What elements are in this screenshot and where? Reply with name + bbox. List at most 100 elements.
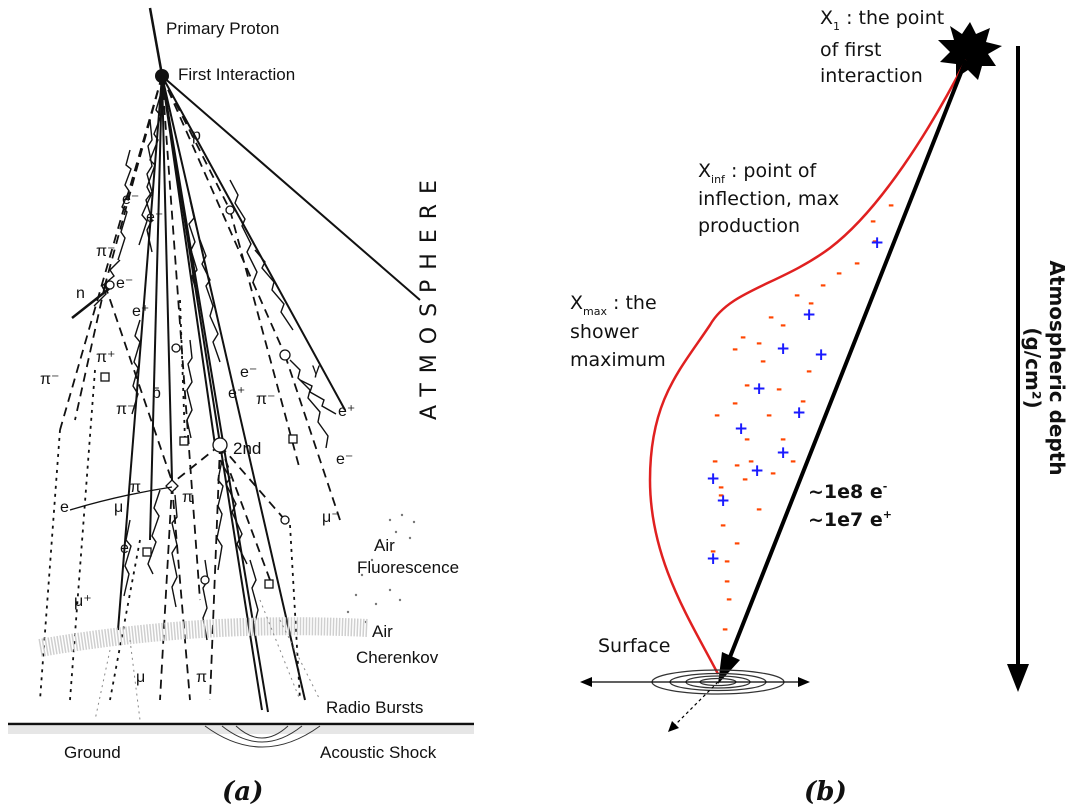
- radio-bursts-label: Radio Bursts: [326, 698, 423, 717]
- panel-a: Primary Proton First Interaction p 2nd A…: [8, 7, 474, 807]
- minus-charge-marker: -: [766, 406, 772, 424]
- air-cherenkov-label-1: Air: [372, 622, 393, 641]
- acoustic-shock-arcs: [204, 725, 321, 748]
- electron-count-label: ~1e8 e-: [808, 480, 887, 503]
- panel-b: ---------------------------------------+…: [570, 7, 1069, 807]
- e-minus-label-5: e⁻: [336, 451, 353, 468]
- pi-plus-label: π⁺: [96, 349, 115, 366]
- particle-labels: e⁻ e⁻ π⁻ e⁻ n e⁺ π⁺ π⁻ π⁻ p̄ e⁻ e⁺ π⁻ γ …: [40, 191, 355, 686]
- minus-charge-marker: -: [780, 430, 786, 448]
- minus-charge-marker: -: [870, 212, 876, 230]
- minus-charge-marker: -: [724, 572, 730, 590]
- e-label-1: e: [60, 499, 69, 516]
- pion-tracks: [39, 75, 341, 701]
- x1-symbol: X: [820, 7, 833, 29]
- e-minus-label-1: e⁻: [122, 191, 139, 208]
- minus-charge-marker: -: [806, 362, 812, 380]
- pi-minus-label-1: π⁻: [96, 243, 115, 260]
- plus-charge-marker: +: [776, 443, 790, 463]
- plus-charge-marker: +: [750, 461, 764, 481]
- pi-minus-label-3: π⁻: [116, 401, 135, 418]
- minus-charge-marker: -: [732, 394, 738, 412]
- xmax-label-line3: maximum: [570, 349, 666, 371]
- e-plus-label-1: e⁺: [132, 303, 149, 320]
- atmosphere-label: ATMOSPHERE: [417, 170, 442, 420]
- p-bar-label: p̄: [152, 385, 161, 402]
- plus-charge-marker: +: [706, 549, 720, 569]
- minus-charge-marker: -: [722, 620, 728, 638]
- plus-charge-marker: +: [716, 491, 730, 511]
- minus-charge-marker: -: [726, 590, 732, 608]
- depth-axis-label: Atmospheric depth (g/cm²): [1021, 260, 1069, 475]
- minus-charge-marker: -: [712, 452, 718, 470]
- mu-plus-label: μ⁺: [74, 593, 92, 610]
- n-label: n: [76, 285, 85, 302]
- minus-charge-marker: -: [748, 452, 754, 470]
- pi-minus-label-2: π⁻: [40, 371, 59, 388]
- xinf-symbol: X: [698, 160, 711, 182]
- e-minus-label-3: e⁻: [116, 275, 133, 292]
- plus-charge-marker: +: [776, 339, 790, 359]
- surface-axis-left-arrowhead: [580, 677, 592, 687]
- surface-label: Surface: [598, 635, 670, 657]
- primary-proton-track: [148, 7, 164, 76]
- surface-depth-arrowhead: [668, 721, 679, 732]
- minus-charge-marker: -: [710, 542, 716, 560]
- air-fluorescence-label-1: Air: [374, 536, 395, 555]
- minus-charge-marker: -: [732, 340, 738, 358]
- minus-charge-marker: -: [780, 316, 786, 334]
- positron-count-label: ~1e7 e+: [808, 508, 892, 531]
- decay-markers: [100, 205, 298, 589]
- mu-label-1: μ: [114, 499, 123, 516]
- ground-label: Ground: [64, 743, 121, 762]
- minus-charge-marker: -: [836, 264, 842, 282]
- x1-text: : the point: [840, 7, 944, 29]
- x1-label-line3: interaction: [820, 65, 923, 87]
- minus-charge-marker: -: [770, 464, 776, 482]
- minus-charge-marker: -: [820, 276, 826, 294]
- minus-charge-marker: -: [756, 500, 762, 518]
- neutron-track: [71, 287, 111, 319]
- plus-charge-marker: +: [792, 403, 806, 423]
- minus-charge-marker: -: [790, 452, 796, 470]
- second-interaction-label: 2nd: [233, 439, 261, 458]
- minus-charge-marker: -: [718, 478, 724, 496]
- radio-burst-lines: [94, 599, 321, 721]
- minus-charge-marker: -: [744, 376, 750, 394]
- cherenkov-band: [38, 617, 369, 657]
- xinf-label-line2: inflection, max: [698, 188, 839, 210]
- xinf-text: : point of: [725, 160, 818, 182]
- depth-axis-label-line1: Atmospheric depth: [1045, 260, 1069, 475]
- first-interaction-label: First Interaction: [178, 65, 295, 84]
- muon-track: [69, 486, 173, 511]
- minus-charge-marker: -: [756, 334, 762, 352]
- e-minus-label-4: e⁻: [240, 364, 257, 381]
- minus-charge-marker: -: [714, 406, 720, 424]
- electron-count-text: ~1e8 e: [808, 481, 883, 503]
- air-fluorescence-label-2: Fluorescence: [357, 558, 459, 577]
- plus-charge-marker: +: [870, 233, 884, 253]
- minus-charge-marker: -: [734, 456, 740, 474]
- pi-label-2: π: [182, 489, 193, 506]
- minus-charge-marker: -: [794, 286, 800, 304]
- plus-charge-marker: +: [802, 305, 816, 325]
- minus-charge-marker: -: [718, 486, 724, 504]
- plus-charge-marker: +: [752, 379, 766, 399]
- minus-charge-marker: -: [720, 516, 726, 534]
- minus-charge-marker: -: [742, 470, 748, 488]
- minus-charge-marker: -: [800, 392, 806, 410]
- p-label: p: [192, 127, 201, 144]
- gamma-label: γ: [312, 361, 320, 378]
- plus-charge-marker: +: [734, 419, 748, 439]
- mu-label-2: μ: [136, 669, 145, 686]
- e-label-2: e: [120, 540, 129, 557]
- primary-proton-label: Primary Proton: [166, 19, 279, 38]
- depth-axis-arrowhead: [1007, 664, 1029, 692]
- hadron-tracks: [117, 75, 421, 713]
- minus-charge-marker: -: [872, 232, 878, 250]
- minus-charge-marker: -: [854, 254, 860, 272]
- first-interaction-burst-icon: [938, 22, 1002, 80]
- mu-minus-label: μ⁻: [322, 509, 340, 526]
- surface-depth-axis: [671, 681, 719, 729]
